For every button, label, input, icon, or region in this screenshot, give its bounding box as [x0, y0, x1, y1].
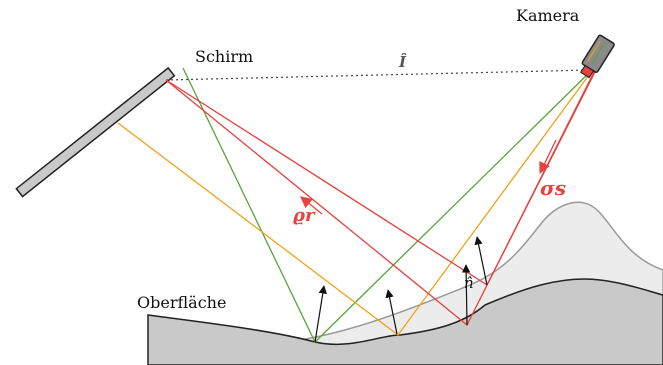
normal-arrow-3	[461, 264, 471, 326]
camera-ray-arrow	[539, 139, 557, 175]
reflected-symbol: ϱr	[293, 205, 316, 226]
reference-line	[165, 69, 591, 81]
surface	[147, 278, 663, 365]
incident-symbol: Î	[398, 53, 407, 71]
screen	[15, 66, 176, 198]
normal-arrow-4	[474, 236, 488, 286]
normal-symbol: n̂	[464, 274, 474, 292]
normal-arrow-1	[314, 285, 327, 343]
reflected-arrow	[300, 196, 323, 215]
camera-label: Kamera	[516, 6, 580, 25]
orange-ray	[117, 67, 595, 336]
normal-arrow-2	[385, 289, 398, 335]
camera-ray-symbol: σs	[540, 176, 566, 200]
camera-icon	[580, 34, 615, 79]
screen-label: Schirm	[195, 47, 253, 66]
surface-label: Oberfläche	[137, 293, 226, 312]
